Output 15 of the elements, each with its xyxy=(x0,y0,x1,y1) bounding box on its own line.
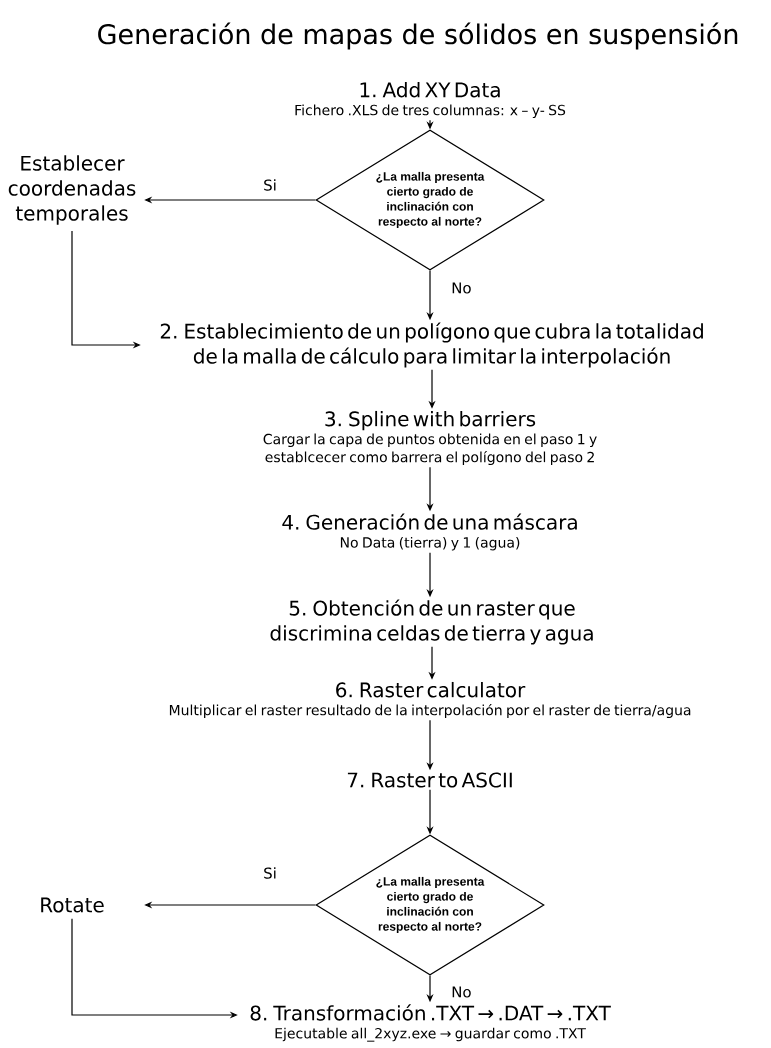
step-text: 7. Raster to ASCII xyxy=(347,772,512,788)
step-text: 3. Spline with barriers Cargar la capa de puntos obtenida en el paso 1 y establcecer como barrera el polígono del paso 2 xyxy=(263,410,597,466)
step-text: Establecer coordenadas temporales xyxy=(8,155,136,225)
title: Generación de mapas de sólidos en suspensión xyxy=(98,22,738,50)
edge-label: No xyxy=(450,281,473,295)
step-text: 4. Generación de una máscara No Data (tierra) y 1 (agua) xyxy=(282,513,577,551)
step-text: 1. Add XY Data Fichero .XLS de tres columnas: x – y- SS xyxy=(295,81,566,119)
edge-label: Si xyxy=(262,866,278,880)
step-text: 6. Raster calculator Multiplicar el raster resultado de la interpolación por el raster de tierra/agua xyxy=(169,681,691,719)
step-text: 2. Establecimiento de un polígono que cubra la totalidad de la malla de cálculo para limitar la interpolación xyxy=(160,322,703,368)
step-text: Rotate xyxy=(41,897,104,913)
edge-label: Si xyxy=(262,178,278,192)
step-text: 5. Obtención de un raster que discrimina celdas de tierra y agua xyxy=(270,599,593,645)
edge-label: No xyxy=(450,985,473,999)
step-text: 8. Transformación .TXT → .DAT → .TXT Ejecutable all_2xyz.exe → guardar como .TXT xyxy=(250,1004,611,1042)
